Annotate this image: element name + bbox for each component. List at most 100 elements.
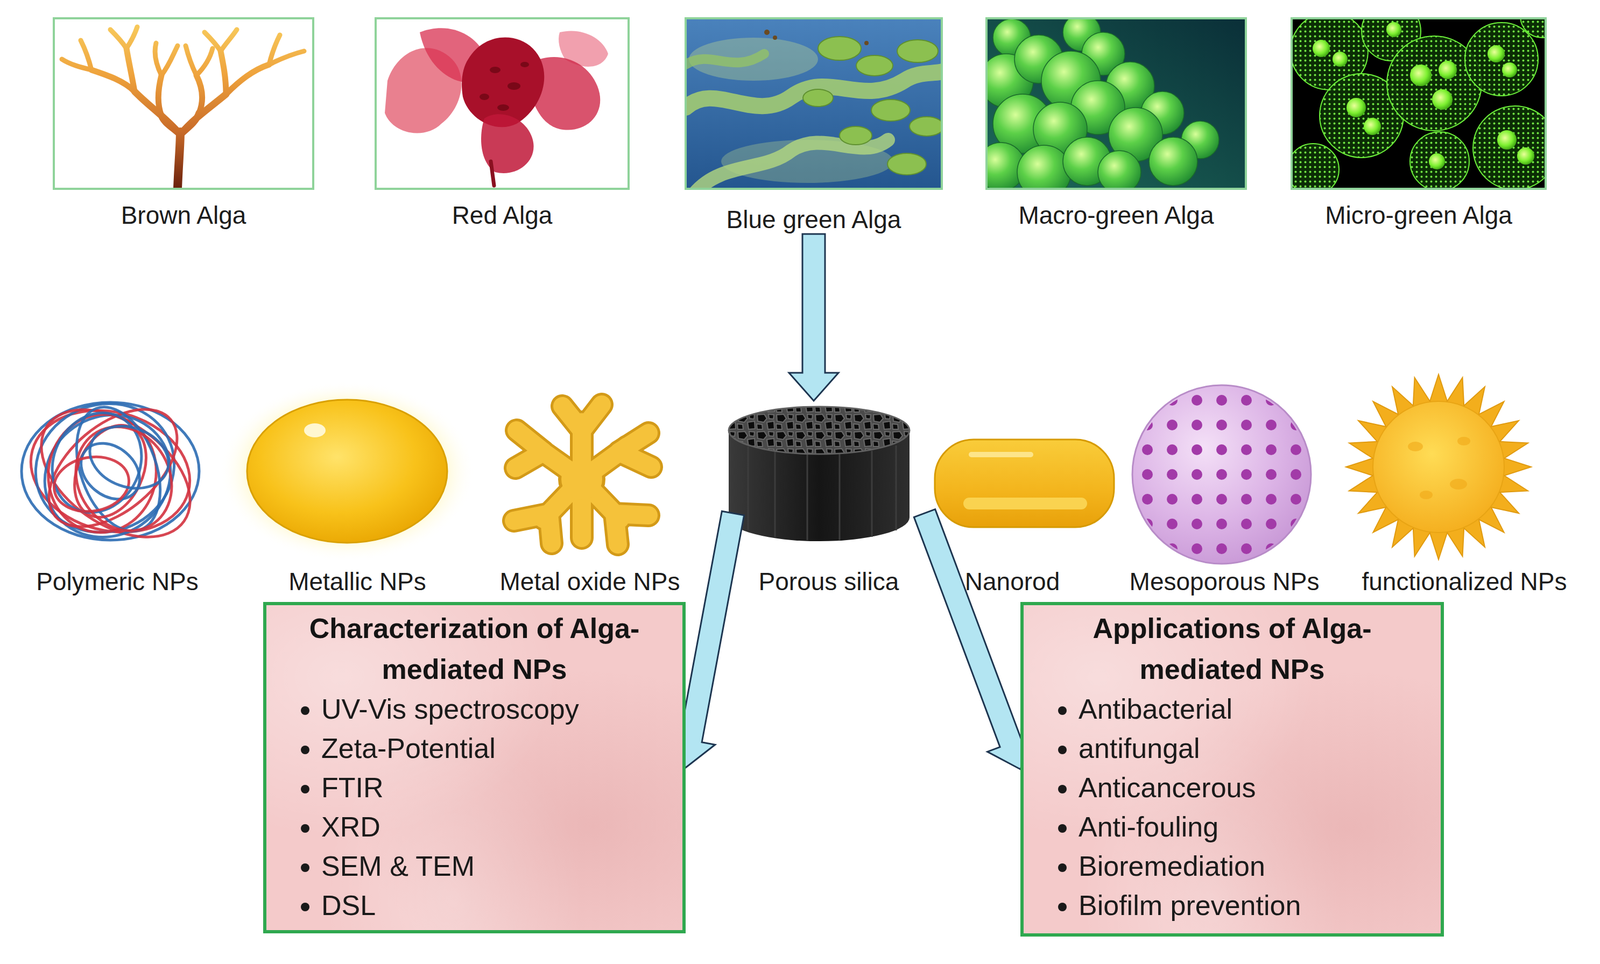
bullet-item: Zeta-Potential — [321, 729, 672, 769]
red-alga-photo — [479, 93, 490, 101]
porous-silica-icon — [747, 446, 750, 531]
icon-space — [10, 400, 224, 568]
blue-green-alga-photo — [856, 55, 893, 76]
micro-green-alga-photo — [1428, 153, 1446, 170]
block-arrow — [788, 234, 839, 401]
micro-green-alga-photo — [1487, 45, 1505, 63]
photo-frame — [1291, 18, 1546, 189]
blue-green-alga-photo — [818, 36, 862, 61]
photo-frame — [685, 18, 942, 189]
blue-green-alga-photo — [772, 35, 778, 40]
macro-green-alga-photo — [1017, 145, 1071, 189]
alga-photo-box: Blue green Alga — [681, 18, 947, 235]
micro-green-alga-photo — [1410, 64, 1432, 87]
red-alga-photo — [497, 104, 510, 111]
nanoparticle-type: Mesoporous NPs — [1117, 400, 1331, 597]
nanoparticle-type: Metallic NPs — [245, 400, 470, 597]
nanorod-icon — [934, 439, 1115, 528]
red-alga-photo — [375, 18, 629, 189]
micro-green-alga-photo — [1432, 89, 1453, 110]
alga-caption: Blue green Alga — [681, 205, 947, 235]
red-alga-photo — [479, 61, 530, 111]
block-arrow — [913, 509, 1034, 770]
functionalized-np-icon — [1372, 401, 1505, 533]
blue-green-alga-photo — [887, 153, 927, 175]
photo-frame — [53, 18, 1546, 189]
bullet-item: Anti-fouling — [1078, 807, 1430, 848]
micro-green-alga-photo — [1472, 106, 1546, 189]
porous-silica-icon — [748, 445, 897, 541]
micro-green-alga-photo — [1438, 60, 1457, 80]
blue-green-alga-photo — [694, 139, 888, 189]
functionalized-np-icon — [1449, 478, 1468, 490]
blue-green-alga-photo — [685, 53, 765, 65]
metal-oxide-np-icon — [513, 404, 652, 545]
bullet-item: DSL — [321, 886, 672, 926]
porous-silica-icon — [774, 452, 777, 538]
micro-green-alga-photo — [1346, 97, 1366, 118]
mesoporous-np-icon — [1134, 387, 1309, 562]
nanoparticle-label: Polymeric NPs — [10, 567, 224, 597]
photo-frame — [53, 18, 314, 189]
blue-green-alga-photo — [764, 29, 770, 35]
brown-alga-photo — [134, 91, 227, 135]
functionalized-np-icon — [1407, 436, 1471, 500]
mesoporous-np-icon — [1132, 385, 1311, 565]
icon-space — [681, 18, 947, 206]
porous-silica-icon — [728, 406, 910, 455]
blue-green-alga-photo — [685, 18, 942, 189]
alga-caption: Macro-green Alga — [982, 201, 1251, 230]
bullet-item: antifungal — [1078, 729, 1430, 769]
blue-green-alga-photo — [864, 40, 869, 46]
polymeric-np-icon — [69, 432, 151, 511]
nanorod-icon — [968, 452, 1034, 458]
brown-alga-photo — [53, 18, 314, 189]
alga-caption: Red Alga — [371, 201, 633, 230]
porous-silica-icon — [895, 445, 898, 531]
nanoparticle-label: functionalized NPs — [1347, 567, 1582, 597]
micro-green-alga-photo — [1291, 18, 1546, 189]
red-alga-photo — [461, 37, 545, 128]
functionalized-np-icon — [1457, 436, 1471, 446]
photo-frame — [986, 18, 1246, 189]
icon-space — [1287, 18, 1550, 202]
bullet-item: UV-Vis spectroscopy — [321, 689, 672, 730]
bullet-item: SEM & TEM — [321, 847, 672, 887]
porous-silica-icon — [728, 406, 910, 542]
blue-green-alga-photo — [802, 36, 942, 175]
micro-green-alga-photo — [1291, 143, 1339, 189]
polymeric-np-icon — [17, 383, 214, 563]
nanorod-icon — [963, 497, 1088, 510]
brown-alga-photo — [53, 18, 314, 189]
metal-oxide-np-icon — [513, 404, 652, 545]
red-alga-photo — [490, 161, 495, 186]
red-alga-photo — [481, 114, 534, 174]
functionalized-np-icon — [1419, 490, 1433, 500]
nanoparticle-type: Porous silica — [732, 400, 925, 626]
micro-green-alga-photo — [1520, 18, 1546, 38]
alga-photo-box: Micro-green Alga — [1287, 18, 1550, 230]
blue-green-alga-photo — [839, 126, 872, 145]
macro-green-alga-photo — [986, 18, 1246, 189]
nanoparticle-type: Nanorod — [921, 400, 1103, 597]
icon-space — [1347, 400, 1582, 568]
photo-frame — [375, 18, 629, 189]
macro-green-alga-photo — [986, 18, 1219, 189]
mesoporous-np-icon — [1132, 385, 1311, 565]
nanoparticle-label: Metallic NPs — [245, 567, 470, 597]
functionalized-np-icon — [1407, 441, 1423, 452]
alga-caption: Brown Alga — [49, 201, 318, 230]
panel-heading: Applications of Alga-mediated NPs — [1049, 608, 1416, 690]
bullet-item: Bioremediation — [1078, 847, 1430, 887]
nanorod-icon — [934, 439, 1115, 528]
bullet-item: XRD — [321, 807, 672, 848]
functionalized-np-icon — [1345, 374, 1532, 560]
brown-alga-photo — [177, 131, 181, 189]
polymeric-np-icon — [81, 416, 178, 500]
alga-photo-box: Macro-green Alga — [982, 18, 1251, 230]
micro-green-alga-photo — [1312, 22, 1535, 170]
info-panel: Characterization of Alga-mediated NPsUV-… — [263, 602, 686, 934]
micro-green-alga-photo — [1332, 51, 1348, 67]
